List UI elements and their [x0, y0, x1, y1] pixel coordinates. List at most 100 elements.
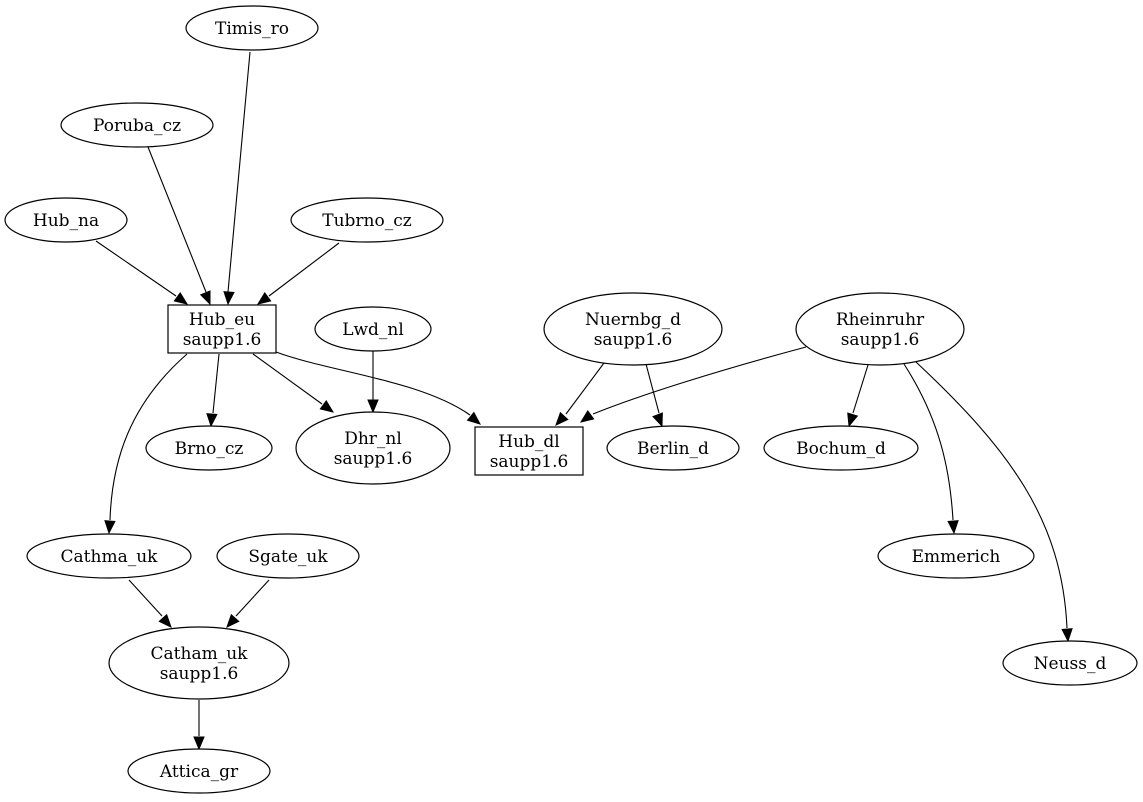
node-label: Nuernbg_d [585, 310, 681, 330]
node-attica-gr[interactable]: Attica_gr [127, 748, 271, 794]
arrowhead [319, 399, 335, 413]
arrowhead [193, 736, 205, 751]
edge-line [227, 51, 251, 293]
edge-line [95, 240, 177, 297]
node-ellipse [314, 306, 432, 352]
node-cathma-uk[interactable]: Cathma_uk [26, 533, 192, 579]
arrowhead [226, 613, 240, 628]
node-label: Bochum_d [796, 439, 886, 459]
node-ellipse [606, 425, 740, 471]
arrowhead [206, 413, 218, 428]
node-emmerich[interactable]: Emmerich [877, 533, 1035, 579]
node-sublabel: saupp1.6 [594, 330, 673, 350]
edge-hub-eu-to-brno-cz [206, 353, 220, 428]
node-sublabel: saupp1.6 [334, 449, 413, 469]
edge-rheinruhr-to-emmerich [903, 363, 959, 535]
arrowhead [947, 520, 959, 535]
node-label: Hub_na [33, 211, 99, 231]
node-ellipse [543, 292, 723, 366]
node-ellipse [127, 748, 271, 794]
edge-nuernbg-d-to-hub-dl [555, 362, 605, 426]
node-label: Berlin_d [637, 439, 709, 459]
node-label: Sgate_uk [248, 547, 328, 567]
edge-line [128, 579, 163, 617]
node-ellipse [795, 292, 965, 366]
node-label: Cathma_uk [61, 547, 159, 567]
node-label: Timis_ro [215, 19, 289, 39]
edge-tubrno-cz-to-hub-eu [256, 242, 340, 305]
arrowhead [579, 409, 595, 423]
node-label: Rheinruhr [836, 310, 925, 330]
edge-line [903, 363, 954, 521]
node-label: Emmerich [912, 547, 1001, 567]
node-ellipse [216, 533, 360, 579]
node-bochum-d[interactable]: Bochum_d [763, 425, 919, 471]
node-ellipse [290, 197, 444, 243]
node-label: Dhr_nl [344, 429, 402, 449]
edge-line [212, 353, 220, 414]
arrowhead [466, 411, 482, 425]
edge-poruba-cz-to-hub-eu [147, 146, 211, 306]
edge-rheinruhr-to-bochum-d [847, 364, 869, 428]
arrowhead [173, 291, 189, 305]
edge-rheinruhr-to-hub-dl [579, 346, 807, 423]
edge-line [147, 146, 207, 293]
edge-line [235, 579, 270, 617]
edge-timis-ro-to-hub-eu [223, 51, 251, 306]
edge-line [565, 362, 605, 415]
node-ellipse [145, 425, 273, 471]
node-tubrno-cz[interactable]: Tubrno_cz [290, 197, 444, 243]
node-sublabel: saupp1.6 [183, 330, 262, 350]
edge-line [915, 361, 1068, 629]
node-sgate-uk[interactable]: Sgate_uk [216, 533, 360, 579]
arrowhead [1061, 628, 1073, 643]
node-ellipse [4, 197, 128, 243]
node-lwd-nl[interactable]: Lwd_nl [314, 306, 432, 352]
node-brno-cz[interactable]: Brno_cz [145, 425, 273, 471]
arrowhead [223, 291, 235, 306]
arrowhead [652, 412, 663, 428]
node-sublabel: saupp1.6 [841, 330, 920, 350]
node-label: Attica_gr [159, 762, 239, 782]
edge-line [109, 353, 188, 521]
node-ellipse [26, 533, 192, 579]
edge-line [268, 242, 340, 297]
arrowhead [158, 613, 172, 628]
arrowhead [199, 290, 211, 306]
node-label: Lwd_nl [342, 320, 404, 340]
edge-nuernbg-d-to-berlin-d [645, 363, 663, 428]
node-ellipse [295, 411, 451, 485]
edge-hub-na-to-hub-eu [95, 240, 189, 305]
edges-layer [95, 51, 1073, 751]
edge-hub-eu-to-hub-dl [275, 351, 482, 425]
node-timis-ro[interactable]: Timis_ro [185, 5, 319, 51]
node-poruba-cz[interactable]: Poruba_cz [60, 102, 214, 148]
node-label: Neuss_d [1034, 654, 1107, 674]
node-ellipse [877, 533, 1035, 579]
edge-line [592, 346, 807, 415]
edge-line [852, 364, 869, 414]
arrowhead [555, 411, 569, 426]
node-label: Catham_uk [151, 644, 249, 664]
node-box [474, 426, 584, 476]
node-ellipse [763, 425, 919, 471]
node-sublabel: saupp1.6 [160, 664, 239, 684]
node-ellipse [185, 5, 319, 51]
arrowhead [367, 399, 379, 414]
edge-rheinruhr-to-neuss-d [915, 361, 1073, 643]
node-label: Hub_dl [498, 432, 559, 452]
edge-hub-eu-to-dhr-nl [252, 353, 335, 413]
arrowhead [104, 520, 116, 535]
node-hub-na[interactable]: Hub_na [4, 197, 128, 243]
node-label: Hub_eu [189, 310, 255, 330]
node-berlin-d[interactable]: Berlin_d [606, 425, 740, 471]
node-neuss-d[interactable]: Neuss_d [1002, 640, 1138, 686]
edge-sgate-uk-to-catham-uk [226, 579, 270, 628]
